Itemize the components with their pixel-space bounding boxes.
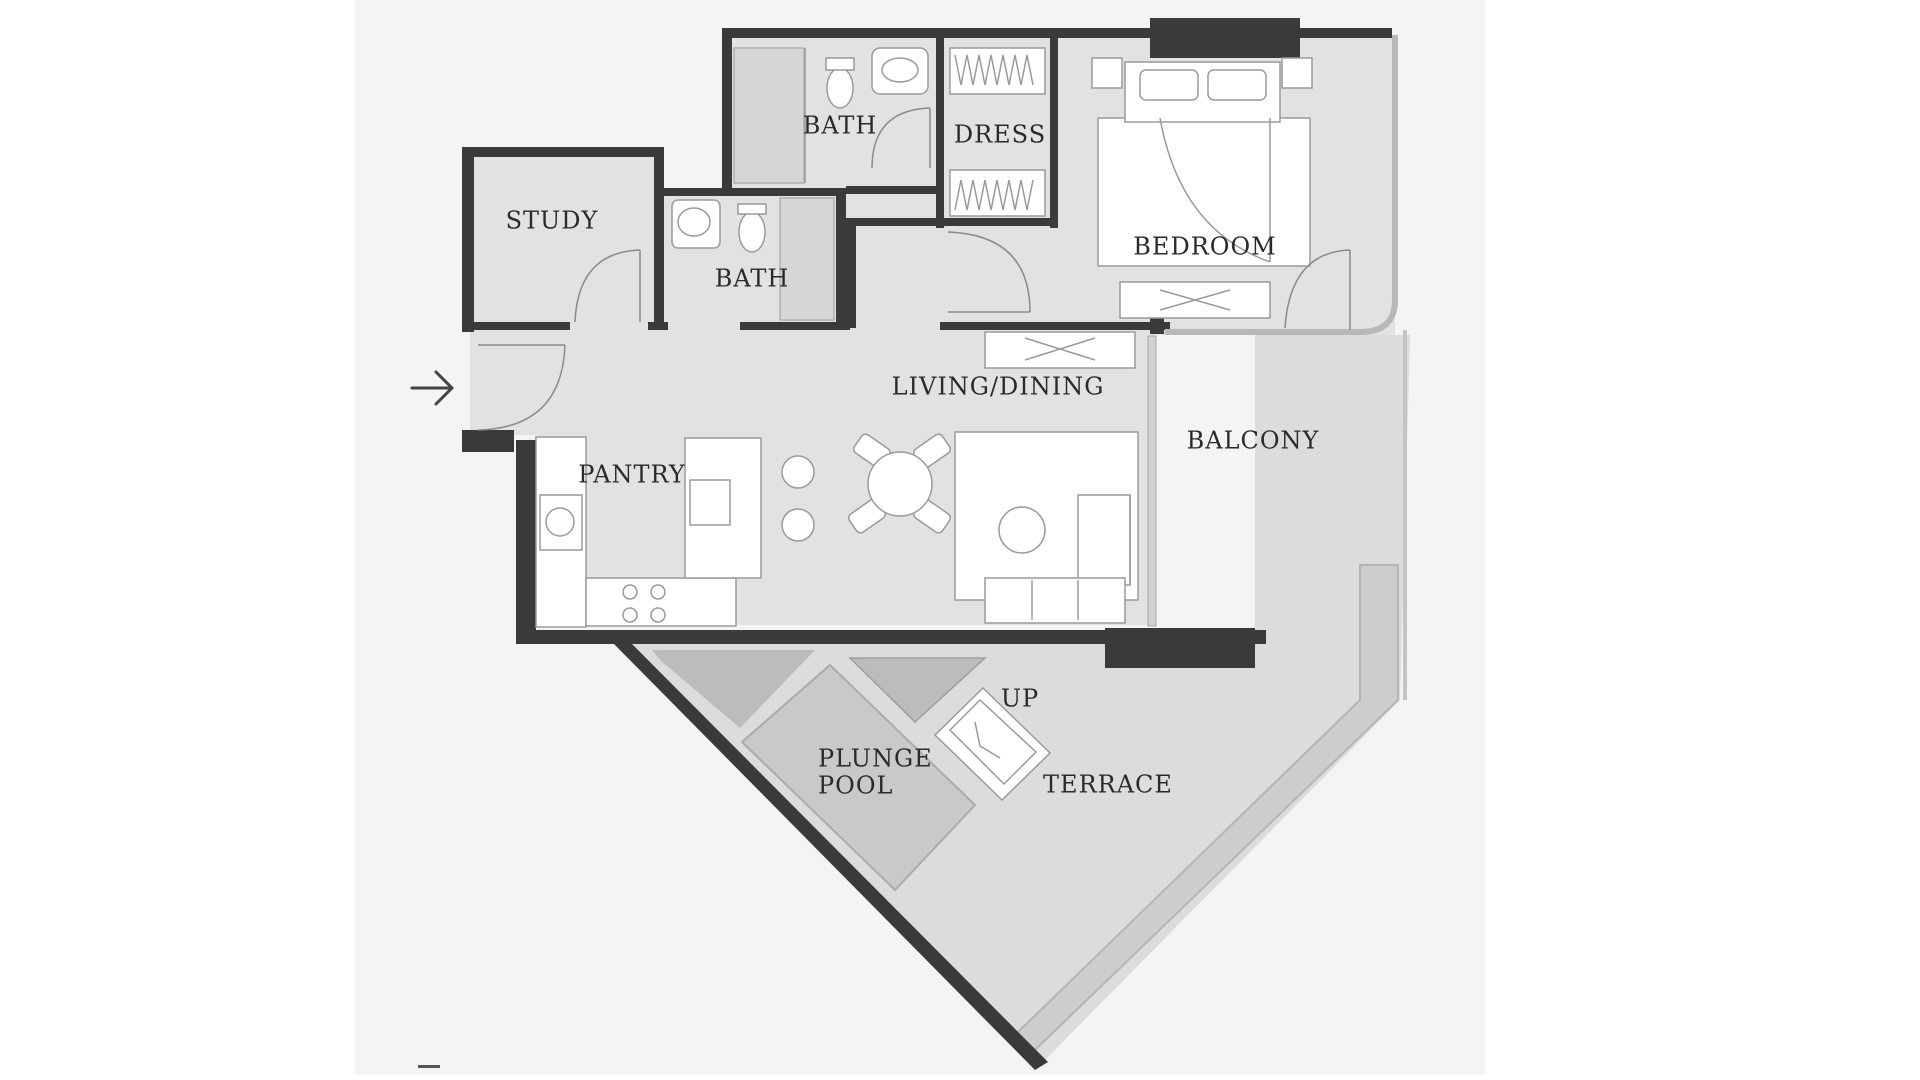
label-dress: DRESS — [954, 121, 1046, 149]
shower — [733, 47, 805, 184]
arrow-right-icon — [410, 370, 454, 406]
pool-ledge — [652, 650, 815, 728]
wardrobe-bottom — [949, 169, 1046, 217]
wardrobe-top — [949, 47, 1046, 95]
sofa — [984, 577, 1126, 624]
label-study: STUDY — [506, 207, 599, 235]
fixtures — [477, 47, 1351, 802]
label-balcony: BALCONY — [1187, 427, 1320, 455]
stair-arrow-icon — [974, 721, 1001, 759]
cooktop — [622, 584, 666, 623]
label-pantry: PANTRY — [578, 461, 686, 489]
shower-guest — [779, 197, 835, 321]
label-bath-master: BATH — [803, 112, 878, 140]
tv-unit-living — [984, 331, 1136, 369]
corner-mark — [418, 1065, 440, 1068]
sofa-side — [1077, 494, 1131, 586]
label-bedroom: BEDROOM — [1133, 233, 1276, 261]
coffee-table — [998, 506, 1046, 554]
walls — [462, 18, 1407, 1070]
nightstand-left — [1091, 57, 1123, 89]
plunge-pool — [740, 663, 977, 892]
label-living-dining: LIVING/DINING — [892, 373, 1105, 401]
nightstand-right — [1281, 57, 1313, 89]
terrace-floor — [615, 335, 1410, 1065]
label-bath-guest: BATH — [715, 265, 790, 293]
dining-table — [847, 433, 952, 534]
label-terrace: TERRACE — [1043, 771, 1173, 799]
label-plunge-pool-2: POOL — [818, 772, 893, 800]
toilet-master — [826, 67, 854, 109]
label-stair-up: UP — [1001, 685, 1039, 713]
label-plunge-pool-1: PLUNGE — [818, 745, 933, 773]
pool-step — [848, 657, 987, 724]
stairs — [933, 686, 1052, 802]
bed — [1097, 117, 1311, 267]
toilet-guest — [738, 211, 766, 253]
